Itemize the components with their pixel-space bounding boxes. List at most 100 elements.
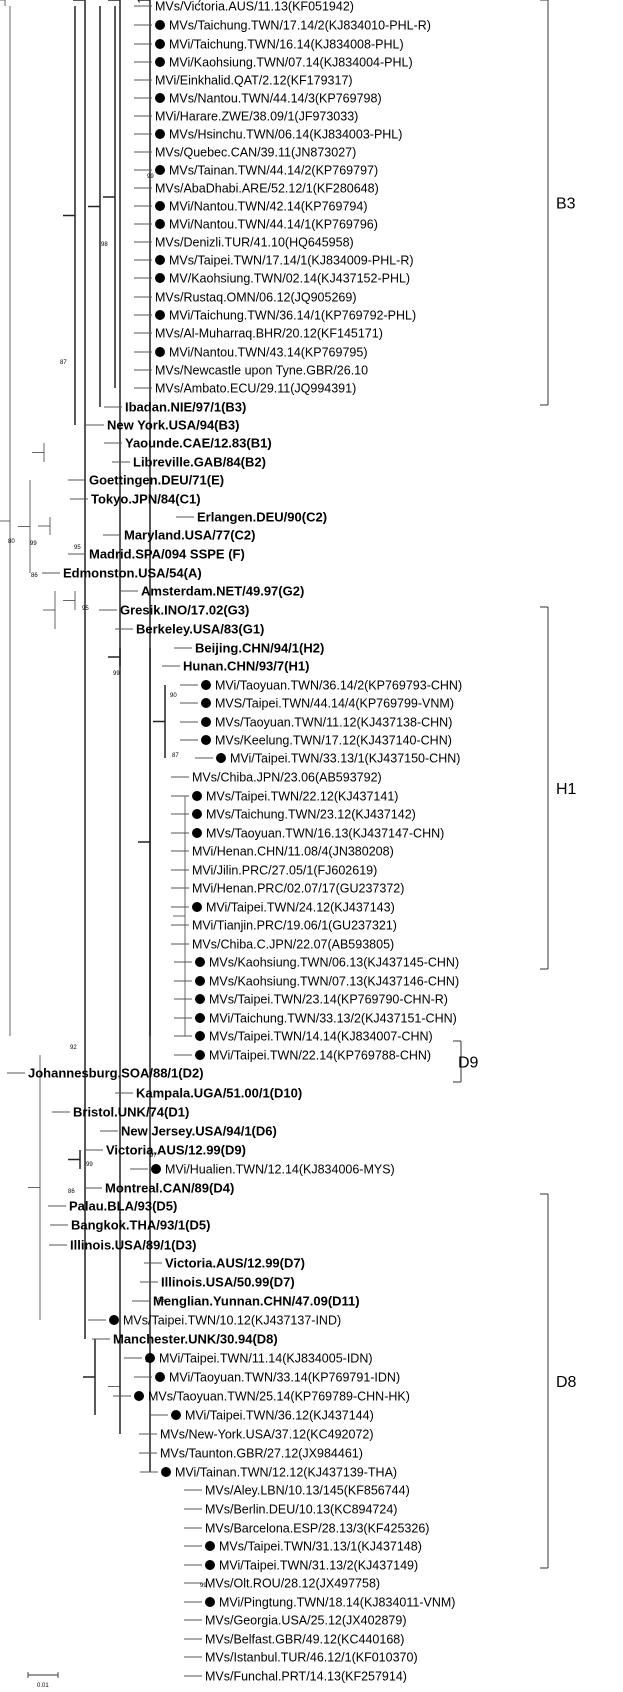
tip-label: Montreal.CAN/89(D4) — [105, 1181, 234, 1196]
bootstrap-value: 90 — [170, 693, 177, 699]
taiwan-isolate-marker — [216, 753, 226, 763]
tip-label: Yaounde.CAE/12.83(B1) — [125, 436, 272, 451]
tip-label: MVs/Funchal.PRT/14.13(KF257914) — [205, 1670, 407, 1684]
taiwan-isolate-marker — [155, 273, 165, 283]
tip-label: MVs/Rustaq.OMN/06.12(JQ905269) — [155, 291, 356, 305]
tip-label: Berkeley.USA/83(G1) — [136, 622, 264, 637]
tip-label: MVs/Aley.LBN/10.13/145(KF856744) — [205, 1484, 410, 1498]
tip-label: Victoria.AUS/12.99(D9) — [106, 1143, 246, 1158]
tip-label: MVi/Taipei.TWN/11.14(KJ834005-IDN) — [159, 1352, 373, 1366]
tip-label: MVi/Taipei.TWN/24.12(KJ437143) — [206, 901, 395, 915]
tip-label: MVs/Chiba.JPN/23.06(AB593792) — [192, 771, 382, 785]
tip-label: MVi/Harare.ZWE/38.09/1(JF973033) — [155, 110, 358, 124]
bootstrap-value: 86 — [31, 573, 38, 579]
taiwan-isolate-marker — [155, 129, 165, 139]
tip-label: MVi/Jilin.PRC/27.05/1(FJ602619) — [192, 864, 377, 878]
tip-label: Victoria.AUS/12.99(D7) — [165, 1256, 305, 1271]
tip-label: MVi/Taipei.TWN/31.13/2(KJ437149) — [219, 1559, 418, 1573]
tip-label: MVi/Henan.PRC/02.07/17(GU237372) — [192, 882, 404, 896]
tip-label: MVs/Nantou.TWN/44.14/3(KP769798) — [169, 92, 382, 106]
taiwan-isolate-marker — [192, 902, 202, 912]
taiwan-isolate-marker — [155, 39, 165, 49]
taiwan-isolate-marker — [155, 165, 165, 175]
bootstrap-value: 97 — [150, 1153, 157, 1159]
scale-bar-label: 0.01 — [37, 1683, 49, 1689]
tip-label: Illinois.USA/50.99(D7) — [161, 1275, 295, 1290]
tip-label: MVs/Taipei.TWN/10.12(KJ437137-IND) — [123, 1314, 341, 1328]
tip-label: MVi/Hualien.TWN/12.14(KJ834006-MYS) — [165, 1163, 395, 1177]
tip-labels: MVs/Victoria.AUS/11.13(KF051942)MVs/Taic… — [0, 0, 462, 1684]
taiwan-isolate-marker — [155, 255, 165, 265]
tip-label: MVi/Taipei.TWN/36.12(KJ437144) — [185, 1409, 374, 1423]
taiwan-isolate-marker — [155, 219, 165, 229]
tip-label: MVi/Taichung.TWN/36.14/1(KP769792-PHL) — [169, 309, 416, 323]
tip-label: Amsterdam.NET/49.97(G2) — [141, 584, 304, 599]
tip-label: Edmonston.USA/54(A) — [63, 566, 202, 581]
tip-label: MVs/Al-Muharraq.BHR/20.12(KF145171) — [155, 327, 383, 341]
tip-label: Libreville.GAB/84(B2) — [133, 455, 266, 470]
tip-label: MVs/Olt.ROU/28.12(JX497758) — [205, 1577, 380, 1591]
tip-label: MVi/Tianjin.PRC/19.06/1(GU237321) — [192, 919, 397, 933]
tip-label: Gresik.INO/17.02(G3) — [120, 603, 249, 618]
tip-label: MVs/Taipei.TWN/31.13/1(KJ437148) — [219, 1540, 422, 1554]
bootstrap-value: 95 — [82, 606, 89, 612]
tip-label: MVs/Taunton.GBR/27.12(JX984461) — [160, 1447, 363, 1461]
tip-label: MVi/Nantou.TWN/43.14(KP769795) — [169, 346, 367, 360]
taiwan-isolate-marker — [192, 791, 202, 801]
tip-label: Illinois.USA/89/1(D3) — [70, 1238, 196, 1253]
tip-label: MVi/Taichung.TWN/16.14(KJ834008-PHL) — [169, 38, 404, 52]
tip-label: Menglian.Yunnan.CHN/47.09(D11) — [153, 1294, 360, 1309]
tip-label: MVs/Taoyuan.TWN/16.13(KJ437147-CHN) — [206, 827, 444, 841]
bootstrap-value: 80 — [8, 539, 15, 545]
bootstrap-value: 99 — [30, 541, 37, 547]
taiwan-isolate-marker — [195, 976, 205, 986]
bootstrap-value: 99 — [113, 671, 120, 677]
scale-bar: 0.01 — [27, 1672, 59, 1689]
tip-label: MVs/Kaohsiung.TWN/06.13(KJ437145-CHN) — [209, 956, 459, 970]
taiwan-isolate-marker — [201, 680, 211, 690]
tip-label: MVi/Kaohsiung.TWN/07.14(KJ834004-PHL) — [169, 56, 413, 70]
clade-label: H1 — [556, 781, 577, 798]
taiwan-isolate-marker — [192, 828, 202, 838]
tip-label: MVs/Hsinchu.TWN/06.14(KJ834003-PHL) — [169, 128, 402, 142]
tip-label: MVi/Taichung.TWN/33.13/2(KJ437151-CHN) — [209, 1012, 457, 1026]
taiwan-isolate-marker — [195, 994, 205, 1004]
tip-label: MVs/Ambato.ECU/29.11(JQ994391) — [155, 382, 356, 396]
taiwan-isolate-marker — [155, 201, 165, 211]
tip-label: MVs/Taipei.TWN/14.14(KJ834007-CHN) — [209, 1030, 433, 1044]
taiwan-isolate-marker — [145, 1353, 155, 1363]
taiwan-isolate-marker — [151, 1164, 161, 1174]
taiwan-isolate-marker — [155, 1372, 165, 1382]
tip-label: MVs/AbaDhabi.ARE/52.12/1(KF280648) — [155, 182, 379, 196]
taiwan-isolate-marker — [109, 1315, 119, 1325]
tip-label: Manchester.UNK/30.94(D8) — [113, 1332, 278, 1347]
tip-label: MVs/Berlin.DEU/10.13(KC894724) — [205, 1503, 397, 1517]
tip-label: Ibadan.NIE/97/1(B3) — [125, 400, 246, 415]
taiwan-isolate-marker — [201, 735, 211, 745]
tip-label: MVi/Henan.CHN/11.08/4(JN380208) — [192, 845, 394, 859]
tip-label: MVs/Taipei.TWN/22.12(KJ437141) — [206, 790, 398, 804]
tip-label: MVs/Keelung.TWN/17.12(KJ437140-CHN) — [215, 734, 452, 748]
tip-label: MVs/Barcelona.ESP/28.13/3(KF425326) — [205, 1522, 429, 1536]
bootstrap-value: 99 — [86, 1162, 93, 1168]
bootstrap-value: 92 — [70, 1045, 77, 1051]
taiwan-isolate-marker — [155, 310, 165, 320]
tip-label: MVi/Nantou.TWN/42.14(KP769794) — [169, 200, 367, 214]
tip-label: Maryland.USA/77(C2) — [124, 528, 255, 543]
tip-label: MVs/Taipei.TWN/23.14(KP769790-CHN-R) — [209, 993, 448, 1007]
tip-label: MVi/Taoyuan.TWN/36.14/2(KP769793-CHN) — [215, 679, 462, 693]
bootstrap-value: 95 — [74, 545, 81, 551]
tip-label: MVs/Kaohsiung.TWN/07.13(KJ437146-CHN) — [209, 975, 459, 989]
tip-label: Goettingen.DEU/71(E) — [89, 473, 224, 488]
taiwan-isolate-marker — [171, 1410, 181, 1420]
tip-label: MVs/Orleans.FRN/22.13(KF715462) — [0, 0, 202, 3]
tip-label: Bangkok.THA/93/1(D5) — [71, 1218, 210, 1233]
tip-label: MVs/Chiba.C.JPN/22.07(AB593805) — [192, 938, 394, 952]
tip-label: MVs/Denizli.TUR/41.10(HQ645958) — [155, 236, 354, 250]
bootstrap-value: 99 — [200, 1583, 207, 1589]
tip-label: Madrid.SPA/094 SSPE (F) — [89, 547, 245, 562]
taiwan-isolate-marker — [201, 717, 211, 727]
tip-label: Kampala.UGA/51.00/1(D10) — [136, 1086, 302, 1101]
